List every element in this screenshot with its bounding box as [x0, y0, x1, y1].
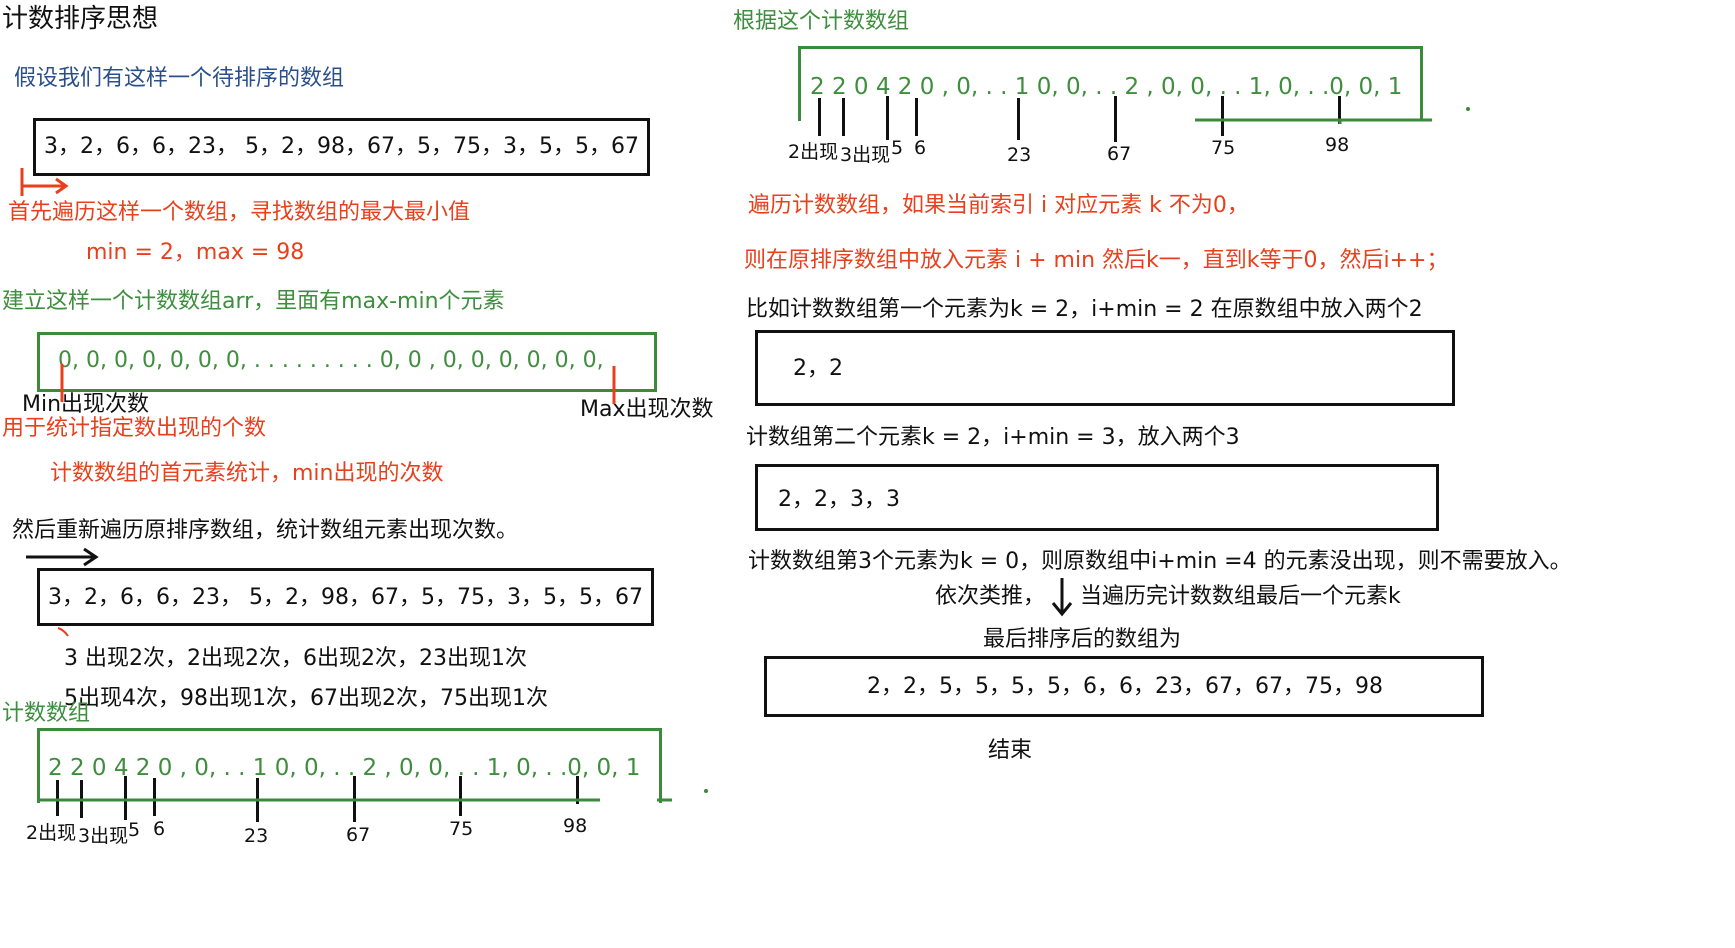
mark-3-occurs: 3出现 [840, 144, 891, 166]
result-1: 2，2 [793, 356, 843, 381]
original-array: 3，2，6，6，23， 5，2，98，67，5，75，3，5，5，67 [44, 134, 639, 159]
tick-line [1114, 96, 1117, 142]
first-element-text: 计数数组的首元素统计，min出现的次数 [50, 461, 444, 486]
tick-line [459, 776, 462, 816]
original-array-box [33, 118, 650, 176]
example-3: 计数数组第3个元素为k = 0，则原数组中i+min =4 的元素没出现，则不需… [748, 549, 1572, 574]
tick-line [1017, 98, 1020, 140]
minmax-text: min = 2，max = 98 [86, 240, 305, 265]
mark-23: 23 [244, 825, 269, 847]
tick-line [818, 98, 821, 136]
result-box-1 [755, 330, 1455, 406]
mark-75: 75 [1211, 137, 1236, 159]
example-1: 比如计数数组第一个元素为k = 2，i+min = 2 在原数组中放入两个2 [746, 297, 1423, 322]
occurrence-line-1: 3 出现2次，2出现2次，6出现2次，23出现1次 [64, 646, 527, 671]
tick-line [886, 96, 889, 140]
purpose-text: 用于统计指定数出现的个数 [2, 416, 267, 441]
count-array-title: 计数数组 [2, 701, 91, 726]
tick-line [915, 98, 918, 136]
mark-6: 6 [914, 137, 927, 159]
count-array-values-left: 2 2 0 4 2 0 , 0, . . 1 0, 0, . . 2 , 0, … [48, 755, 641, 781]
step2-text: 建立这样一个计数数组arr，里面有max-min个元素 [2, 289, 505, 314]
mark-23: 23 [1007, 144, 1032, 166]
final-array-box [764, 656, 1484, 717]
result-box-2 [755, 464, 1439, 531]
rule-line-1: 遍历计数数组，如果当前索引 i 对应元素 k 不为0， [748, 193, 1249, 218]
mark-5: 5 [128, 819, 141, 841]
tick-line [153, 778, 156, 816]
count-array-box-left [37, 728, 662, 803]
assume-text: 假设我们有这样一个待排序的数组 [14, 66, 345, 91]
mark-67: 67 [1107, 143, 1132, 165]
count-array-box-right [798, 46, 1423, 121]
mark-2-occurs: 2出现 [788, 141, 839, 163]
right-heading: 根据这个计数数组 [733, 9, 910, 34]
final-label: 最后排序后的数组为 [983, 627, 1182, 652]
recount-text: 然后重新遍历原排序数组，统计数组元素出现次数。 [12, 518, 519, 543]
end-text: 结束 [988, 738, 1033, 763]
mark-75: 75 [449, 818, 474, 840]
count-array-values-right: 2 2 0 4 2 0 , 0, . . 1 0, 0, . . 2 , 0, … [810, 74, 1403, 100]
final-array: 2，2，5，5，5，5，6，6，23，67，67，75，98 [867, 674, 1383, 699]
mark-6: 6 [153, 818, 166, 840]
etc-continue-text: 当遍历完计数数组最后一个元素k [1080, 584, 1401, 609]
array-box-2 [37, 568, 654, 626]
example-2: 计数组第二个元素k = 2，i+min = 3，放入两个3 [746, 425, 1240, 450]
tick-line [124, 776, 127, 820]
tick-line [1338, 96, 1341, 124]
diagram-title: 计数排序思想 [2, 4, 159, 34]
zero-count-array: 0, 0, 0, 0, 0, 0, 0, . . . . . . . . . 0… [58, 348, 604, 373]
mark-3-occurs: 3出现 [78, 825, 129, 847]
mark-2-occurs: 2出现 [26, 822, 77, 844]
tick-line [1221, 96, 1224, 136]
mark-98: 98 [1325, 134, 1350, 156]
mark-5: 5 [891, 137, 904, 159]
occurrence-line-2: 5出现4次，98出现1次，67出现2次，75出现1次 [64, 686, 548, 711]
etc-text: 依次类推， [935, 584, 1046, 609]
tick-line [56, 780, 59, 816]
rule-line-2: 则在原排序数组中放入元素 i + min 然后k一，直到k等于0，然后i++； [744, 248, 1449, 273]
mark-98: 98 [563, 815, 588, 837]
min-count-label: Min出现次数 [22, 392, 150, 417]
step1-text: 首先遍历这样一个数组，寻找数组的最大最小值 [8, 200, 471, 225]
result-2: 2，2，3，3 [778, 487, 900, 512]
tick-line [576, 776, 579, 804]
array-2: 3，2，6，6，23， 5，2，98，67，5，75，3，5，5，67 [48, 585, 643, 610]
mark-67: 67 [346, 824, 371, 846]
zero-count-array-box [37, 332, 657, 392]
tick-line [842, 98, 845, 136]
